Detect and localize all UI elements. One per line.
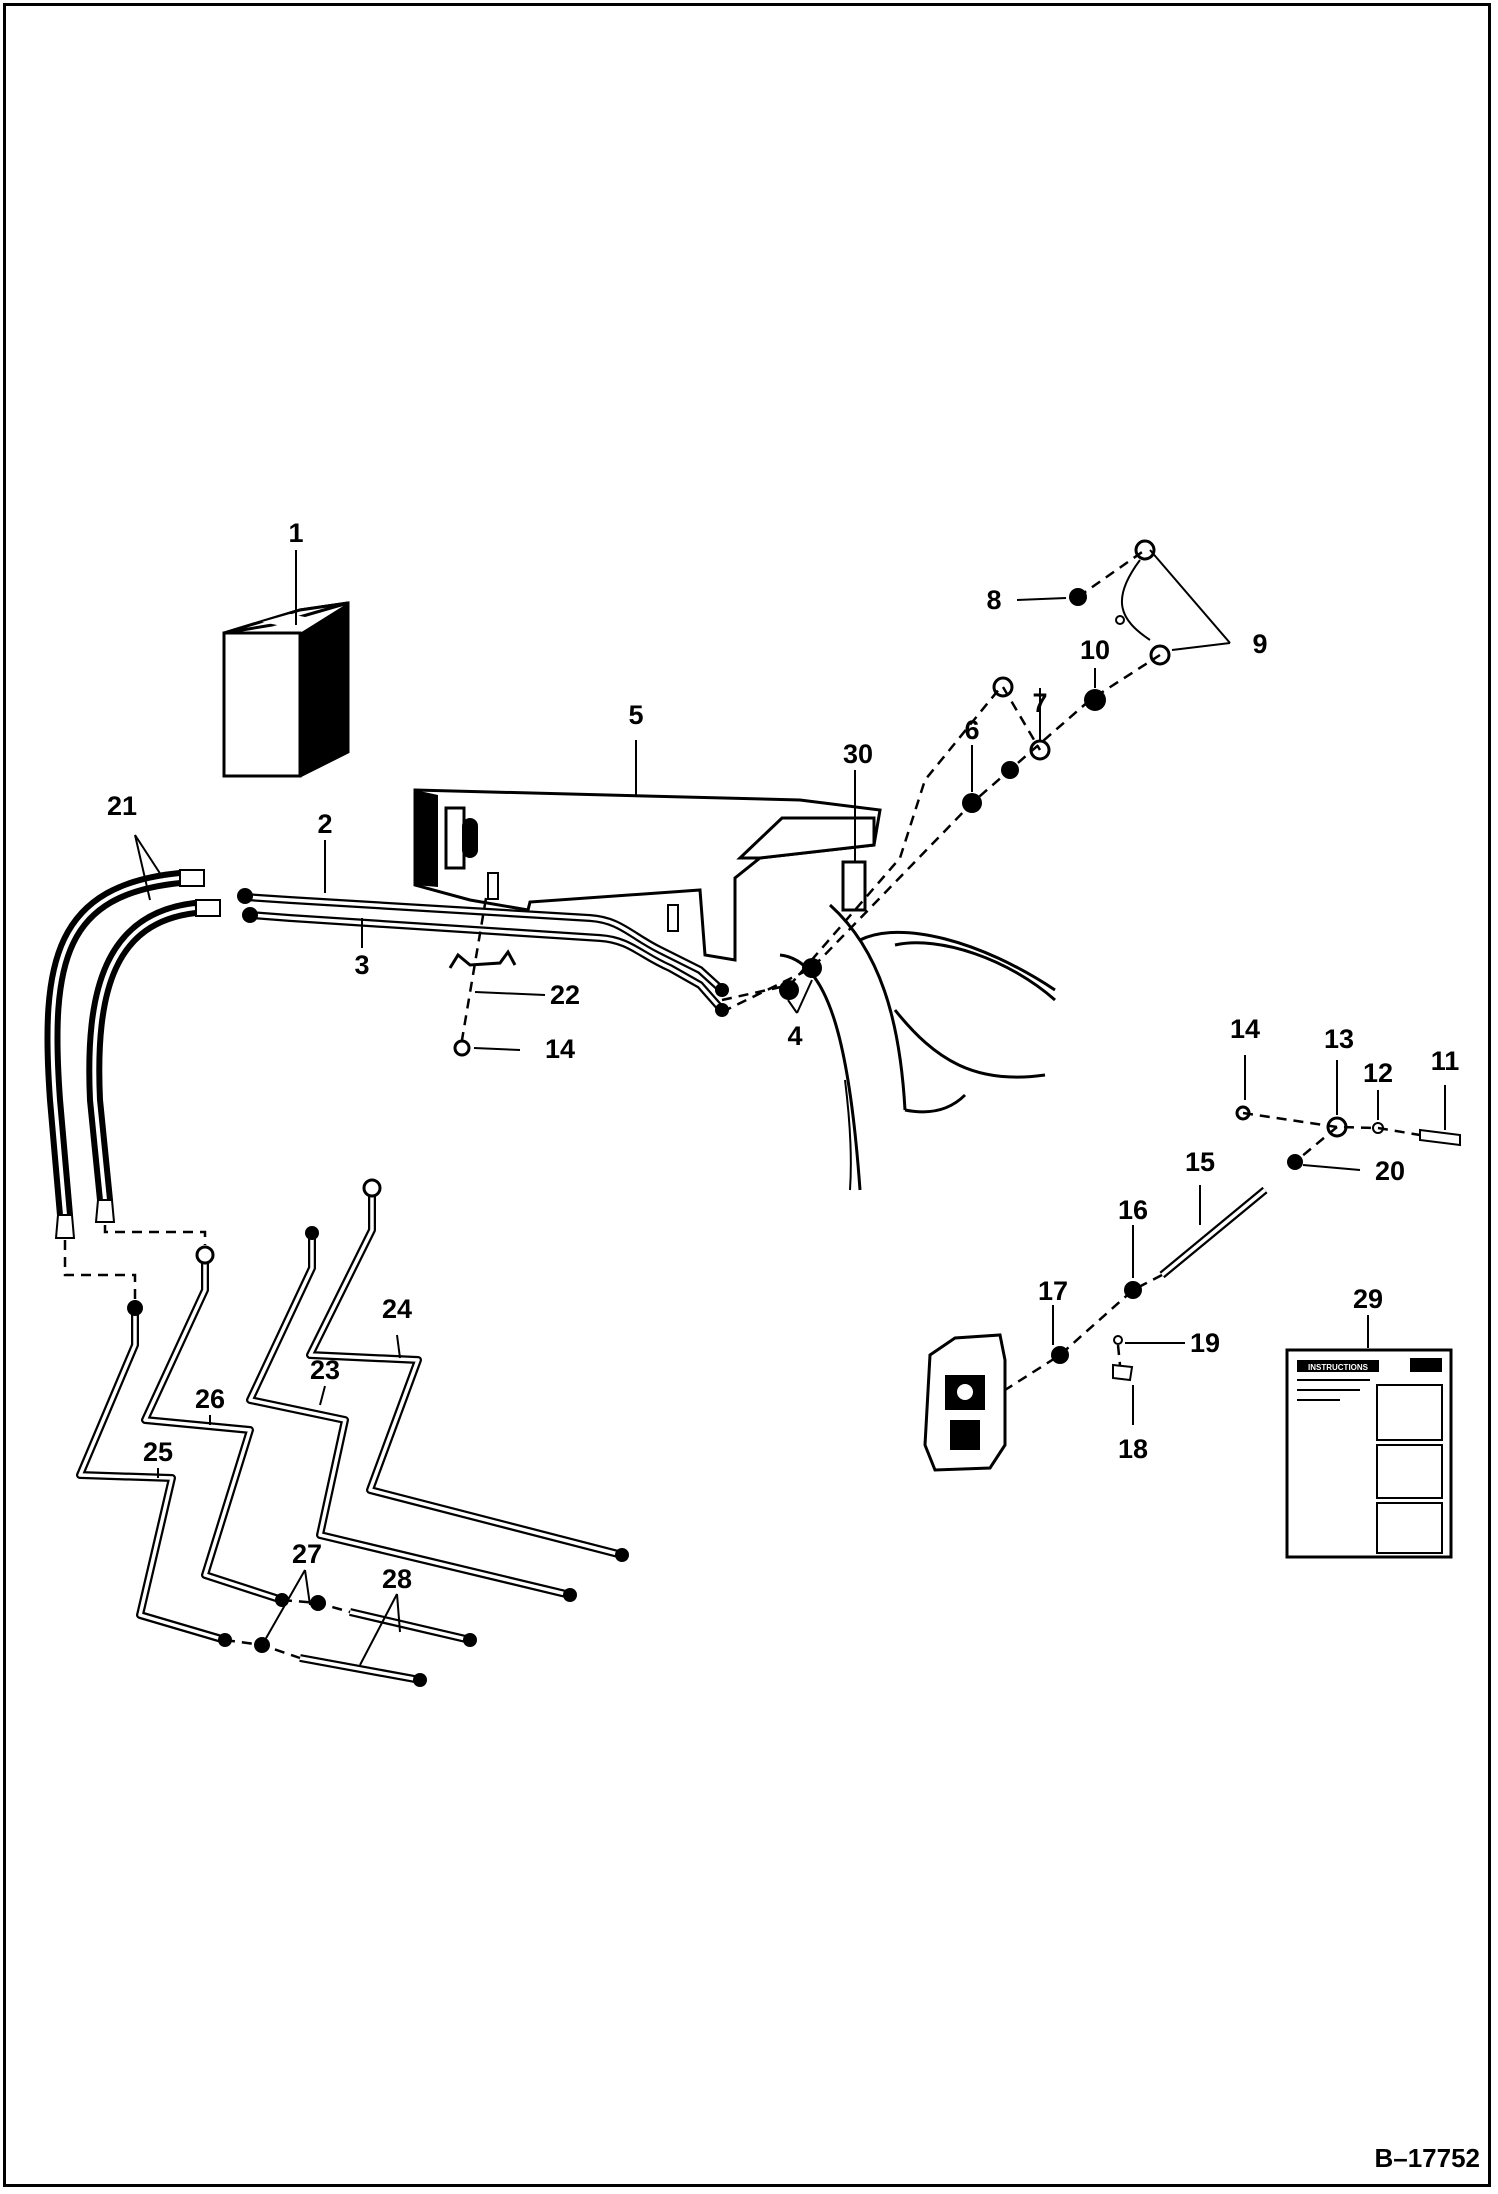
callout-17: 17 <box>1038 1276 1068 1306</box>
assembly-dash-lines <box>63 548 1421 1660</box>
callout-3: 3 <box>354 950 369 980</box>
callout-29: 29 <box>1353 1284 1383 1314</box>
parts-27-28 <box>254 1595 477 1687</box>
callout-23: 23 <box>310 1355 340 1385</box>
callout-10: 10 <box>1080 635 1110 665</box>
callout-2: 2 <box>317 809 332 839</box>
callout-7: 7 <box>1032 688 1047 718</box>
machine-fender-outline <box>779 903 1056 1191</box>
hoses-21 <box>44 869 221 1239</box>
callout-24: 24 <box>382 1294 412 1324</box>
callout-15: 15 <box>1185 1147 1215 1177</box>
callout-5: 5 <box>628 700 643 730</box>
callout-18: 18 <box>1118 1434 1148 1464</box>
figure-id: B–17752 <box>1374 2143 1480 2173</box>
callout-1: 1 <box>288 518 303 548</box>
part-22-clamp <box>448 949 517 1057</box>
callout-16: 16 <box>1118 1195 1148 1225</box>
callout-12: 12 <box>1363 1058 1393 1088</box>
part-5-bracket <box>413 788 882 962</box>
part-1-box <box>222 601 350 778</box>
tubes-2-3 <box>237 888 729 1017</box>
callout-8: 8 <box>986 585 1001 615</box>
callout-26: 26 <box>195 1384 225 1414</box>
linkage-11-20 <box>923 1105 1461 1472</box>
callout-4: 4 <box>787 1021 802 1051</box>
tubes-23-26 <box>76 1178 629 1647</box>
callout-13: 13 <box>1324 1024 1354 1054</box>
callout-9: 9 <box>1252 629 1267 659</box>
callout-14-linkage: 14 <box>1230 1014 1260 1044</box>
callout-20: 20 <box>1375 1156 1405 1186</box>
callout-11: 11 <box>1431 1046 1460 1076</box>
part-29-decal <box>1285 1348 1453 1559</box>
callout-6: 6 <box>964 715 979 745</box>
page-border <box>3 3 1491 2187</box>
callout-28: 28 <box>382 1564 412 1594</box>
callout-21: 21 <box>107 791 137 821</box>
decal-heading: INSTRUCTIONS <box>1308 1363 1369 1372</box>
callout-14-clamp: 14 <box>545 1034 575 1064</box>
callout-30: 30 <box>843 739 873 769</box>
callout-labels: 1 2 3 4 5 6 7 8 9 10 11 12 13 14 14 15 1… <box>107 518 1459 1594</box>
callout-27: 27 <box>292 1539 322 1569</box>
callout-19: 19 <box>1190 1328 1220 1358</box>
callout-22: 22 <box>550 980 580 1010</box>
callout-25: 25 <box>143 1437 173 1467</box>
leader-lines <box>134 549 1446 1666</box>
